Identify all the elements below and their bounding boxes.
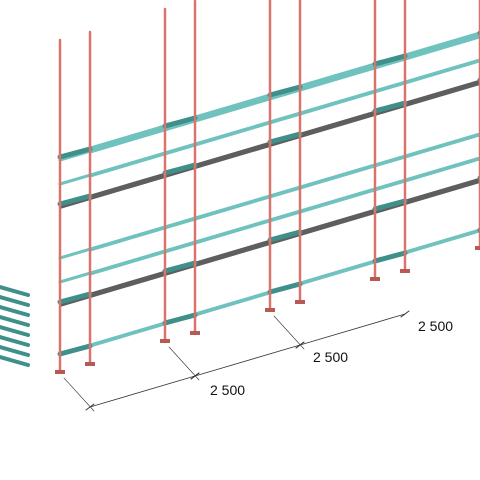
extension-line: [273, 315, 305, 350]
guard-rail: [88, 217, 197, 252]
vertical-posts: [58, 0, 480, 374]
stacked-planks-icon: [0, 285, 30, 367]
deck-upper-edge-3: [270, 111, 375, 147]
transom: [372, 250, 408, 264]
transom: [267, 84, 303, 98]
stacked-plank: [0, 355, 30, 367]
top-rail: [403, 32, 480, 58]
dimension-tick: [295, 341, 305, 349]
guard-rail: [88, 241, 197, 276]
guard-rail: [298, 57, 407, 92]
stacked-plank: [0, 315, 30, 327]
guard-rail: [88, 119, 197, 154]
dimension-label-3: 2 500: [418, 318, 453, 334]
dimension-tick: [400, 310, 410, 318]
deck-lower-edge-2: [165, 240, 270, 276]
stacked-plank: [0, 305, 30, 317]
guard-rails: [57, 30, 480, 357]
dimension-line: [299, 313, 406, 346]
stacked-plank: [0, 335, 30, 347]
base-plate: [85, 362, 95, 366]
guard-rail: [298, 81, 407, 116]
guard-rail: [403, 157, 480, 183]
transom: [267, 281, 303, 295]
base-plate: [295, 300, 305, 304]
transom: [372, 100, 408, 114]
stacked-plank: [0, 345, 30, 357]
dimension-line: [194, 344, 301, 377]
guard-rail: [298, 179, 407, 214]
dimension-label-1: 2 500: [210, 382, 245, 398]
deck-upper-edge-2: [165, 142, 270, 178]
guard-rail: [403, 133, 480, 159]
guard-rail: [403, 59, 480, 85]
base-plate: [265, 308, 275, 312]
guard-rail: [193, 186, 302, 221]
transom: [57, 146, 93, 160]
transom: [372, 198, 408, 212]
stacked-plank: [0, 285, 30, 297]
deck-lower-edge-4: [375, 178, 480, 214]
dimension-line: [89, 375, 196, 408]
guard-rail: [403, 35, 480, 61]
transom: [267, 229, 303, 243]
transom: [372, 53, 408, 67]
guard-rail: [193, 210, 302, 245]
dimension-tick: [85, 403, 95, 411]
dimension-tick: [190, 372, 200, 380]
dimension-label-2: 2 500: [313, 349, 348, 365]
guard-rail: [298, 155, 407, 190]
transom: [57, 343, 93, 357]
transom: [57, 291, 93, 305]
guard-rail: [193, 112, 302, 147]
deck-upper-edge-4: [375, 80, 480, 116]
guard-rail: [88, 143, 197, 178]
guard-rail: [193, 88, 302, 123]
base-plate: [370, 277, 380, 281]
base-plate: [400, 269, 410, 273]
dimension-lines: [63, 310, 410, 412]
base-plate: [475, 246, 480, 250]
transom: [162, 312, 198, 326]
deck-lower-edge-3: [270, 209, 375, 245]
ground-ledger: [403, 229, 480, 255]
stacked-plank: [0, 325, 30, 337]
extension-line: [63, 377, 95, 412]
deck-upper-edge-1: [60, 173, 165, 209]
deck-lower-edge-1: [60, 271, 165, 307]
base-plate: [190, 331, 200, 335]
transom: [162, 162, 198, 176]
base-plate: [55, 370, 65, 374]
transom: [162, 260, 198, 274]
transom: [162, 115, 198, 129]
base-plates: [55, 246, 480, 374]
extension-line: [168, 346, 200, 381]
base-plate: [160, 339, 170, 343]
stacked-plank: [0, 295, 30, 307]
transom: [57, 193, 93, 207]
transom: [267, 131, 303, 145]
